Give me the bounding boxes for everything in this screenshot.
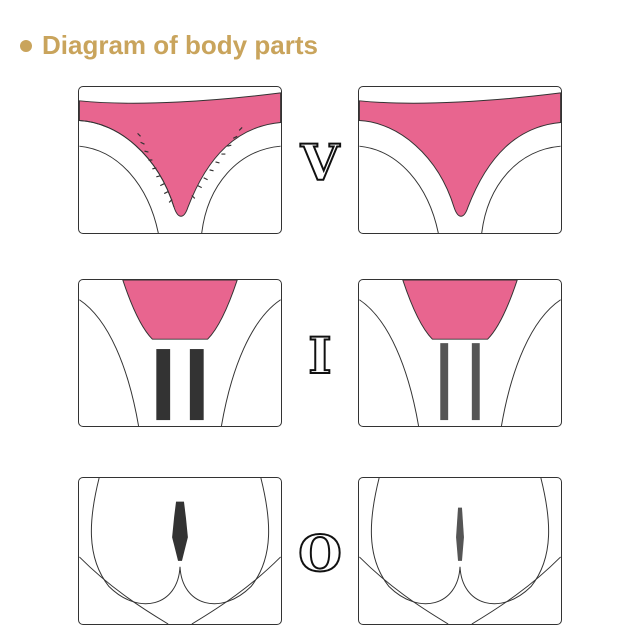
o-before-panel bbox=[78, 477, 282, 625]
title-text: Diagram of body parts bbox=[42, 30, 318, 60]
letter-i: I bbox=[307, 326, 332, 385]
letter-o: O bbox=[297, 524, 343, 583]
i-before-panel bbox=[78, 279, 282, 427]
i-before-illustration bbox=[79, 280, 281, 426]
diagram-title: Diagram of body parts bbox=[20, 30, 318, 61]
v-before-illustration bbox=[79, 92, 281, 233]
bullet-icon bbox=[20, 39, 32, 52]
i-after-illustration bbox=[359, 280, 561, 426]
o-after-panel bbox=[358, 477, 562, 625]
v-after-panel bbox=[358, 86, 562, 234]
o-before-illustration bbox=[79, 478, 281, 624]
letter-v: V bbox=[300, 133, 341, 192]
o-after-illustration bbox=[359, 478, 561, 624]
v-before-panel bbox=[78, 86, 282, 234]
i-after-panel bbox=[358, 279, 562, 427]
v-after-illustration bbox=[359, 92, 561, 233]
